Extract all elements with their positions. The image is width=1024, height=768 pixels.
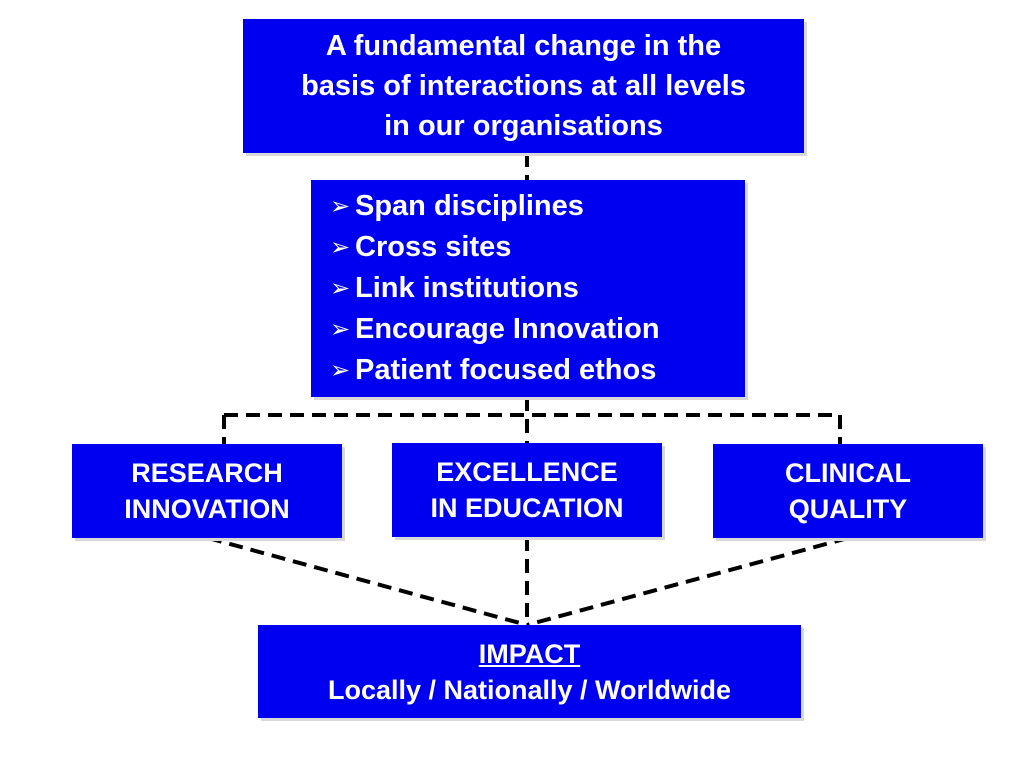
principle-item-label: Patient focused ethos [355,354,657,386]
principle-item-label: Cross sites [355,231,512,263]
principle-item-label: Link institutions [355,272,579,304]
arrow-bullet-icon: ➢ [329,275,351,302]
arrow-bullet-icon: ➢ [329,357,351,384]
fundamental-change-line-1: A fundamental change in the [325,30,722,62]
fundamental-change-line-3: in our organisations [384,110,663,142]
fundamental-change-line-2: basis of interactions at all levels [301,70,746,102]
principle-item: ➢ Encourage Innovation [325,309,660,350]
principle-item: ➢ Span disciplines [325,186,584,227]
research-innovation-box: RESEARCH INNOVATION [72,444,342,538]
principle-item: ➢ Link institutions [325,268,579,309]
principle-item: ➢ Cross sites [325,227,511,268]
clinical-quality-box: CLINICAL QUALITY [713,444,983,538]
impact-title: IMPACT [478,638,581,669]
clinical-quality-line-1: CLINICAL [785,458,911,488]
excellence-in-education-line-1: EXCELLENCE [436,457,618,487]
impact-box: IMPACT Locally / Nationally / Worldwide [258,625,801,718]
excellence-in-education-box: EXCELLENCE IN EDUCATION [392,443,662,537]
excellence-in-education-line-2: IN EDUCATION [430,493,624,523]
arrow-bullet-icon: ➢ [329,193,351,220]
research-innovation-line-1: RESEARCH [131,458,283,488]
principle-item-label: Span disciplines [355,190,584,222]
impact-subtitle: Locally / Nationally / Worldwide [327,674,732,705]
connector-clinical-to-impact [526,536,849,627]
research-innovation-line-2: INNOVATION [124,494,290,524]
arrow-bullet-icon: ➢ [329,234,351,261]
principle-item-label: Encourage Innovation [355,313,660,345]
fundamental-change-box: A fundamental change in the basis of int… [243,19,804,153]
connector-research-to-impact [207,536,528,627]
clinical-quality-line-2: QUALITY [788,494,908,524]
principles-box: ➢ Span disciplines ➢ Cross sites ➢ Link … [311,180,745,397]
principle-item: ➢ Patient focused ethos [325,350,656,391]
arrow-bullet-icon: ➢ [329,316,351,343]
